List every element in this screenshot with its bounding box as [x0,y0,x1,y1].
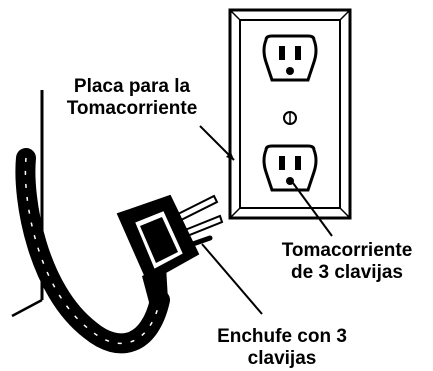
top-receptacle [262,34,318,82]
bottom-receptacle [262,144,318,192]
outlet-label-line1: Tomacorriente [281,240,413,261]
wall-plate-label-line2: Tomacorriente [66,98,198,119]
wall-plate-label-line1: Placa para la [73,76,191,97]
outlet-label-line2: de 3 clavijas [291,262,403,283]
leader-lines [199,125,333,315]
three-prong-plug [116,194,224,306]
wall-plate-label: Placa para la Tomacorriente [48,76,216,120]
plug-label: Enchufe con 3 clavijas [192,326,372,370]
outlet-label: Tomacorriente de 3 clavijas [262,240,432,284]
plug-label-line1: Enchufe con 3 [217,326,347,347]
cord [15,148,170,354]
plug-label-line2: clavijas [247,348,317,369]
